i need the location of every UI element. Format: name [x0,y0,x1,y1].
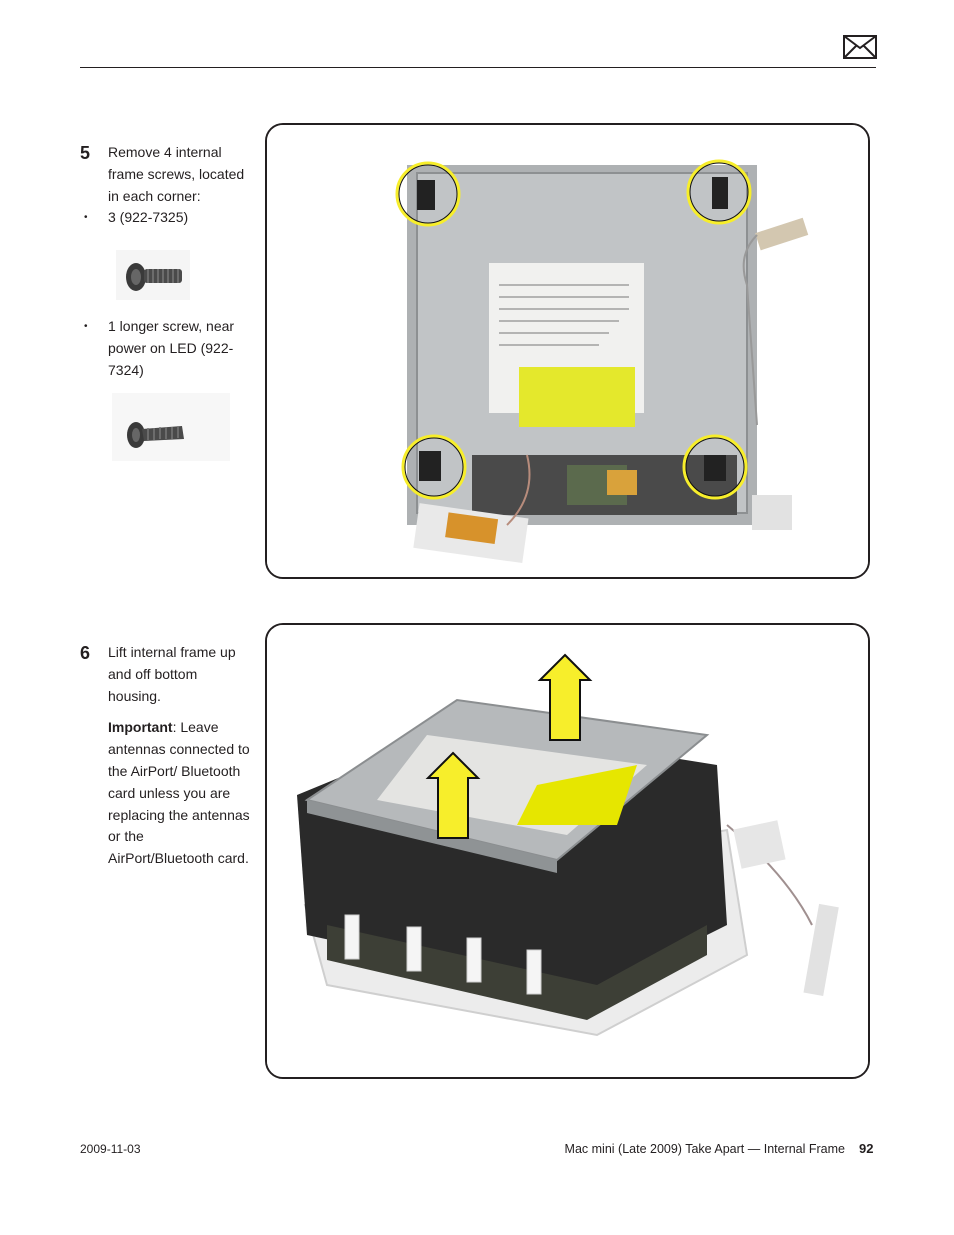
important-text: : Leave antennas connected to the AirPor… [108,719,250,867]
step-number: 6 [80,643,91,663]
step-instruction-block: Lift internal frame up and off bottom ho… [108,642,250,880]
long-screw-image [112,393,230,461]
page-number: 92 [859,1141,874,1156]
short-screw-image [116,250,190,300]
bullet-marker: • [84,321,88,332]
photo-internal-frame-screws [265,123,870,579]
important-label: Important [108,719,173,736]
bullet-marker: • [84,212,88,223]
mail-icon[interactable] [843,35,877,59]
step-instruction: Lift internal frame up and off bottom ho… [108,644,236,704]
bullet-text: 1 longer screw, near power on LED (922-7… [108,318,235,378]
bullet-text: 3 (922-7325) [108,209,189,225]
footer-date: 2009-11-03 [80,1142,141,1156]
footer-title: Mac mini (Late 2009) Take Apart — Intern… [564,1142,845,1156]
photo-lift-internal-frame [265,623,870,1079]
step-number: 5 [80,143,91,163]
important-note: Important: Leave antennas connected to t… [108,717,250,870]
header-rule [80,67,876,68]
step-instruction: Remove 4 internal frame screws, located … [108,144,245,204]
